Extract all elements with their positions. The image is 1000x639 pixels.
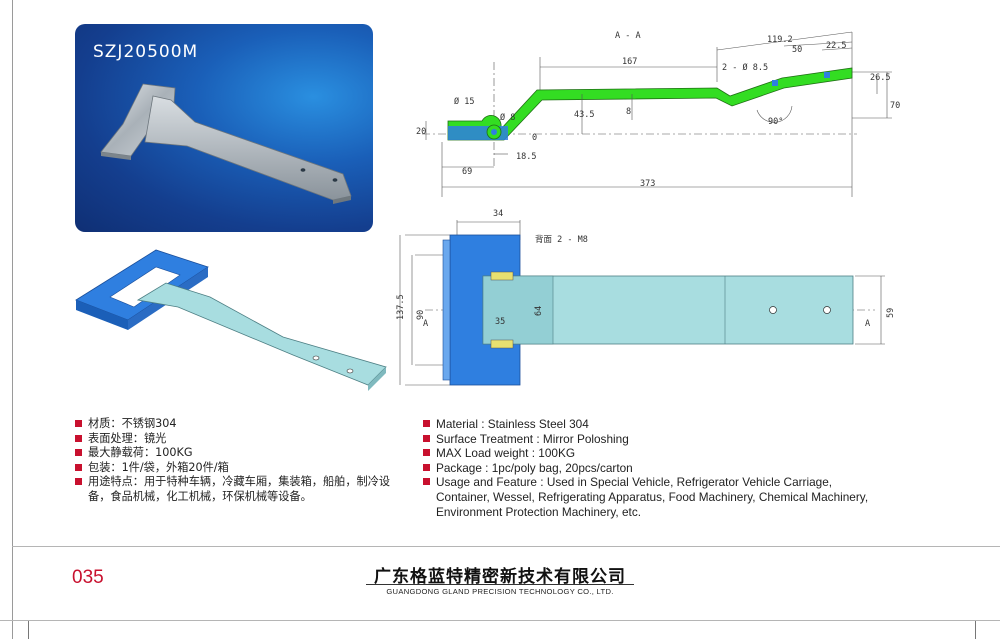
dim-43-5: 43.5 xyxy=(574,110,594,120)
dim-69: 69 xyxy=(462,167,472,177)
footer-rule xyxy=(0,620,1000,621)
product-photo-card: SZJ20500M xyxy=(75,24,373,232)
dim-22-5: 22.5 xyxy=(826,41,846,51)
dim-90: 90 xyxy=(416,310,426,320)
model-number: SZJ20500M xyxy=(93,42,199,62)
page-tick xyxy=(975,621,976,639)
bullet-icon xyxy=(75,463,82,471)
spec-item: 最大静载荷：100KG xyxy=(75,446,410,461)
bullet-icon xyxy=(423,420,430,427)
spec-item: 表面处理：镜光 xyxy=(75,432,410,447)
dim-373: 373 xyxy=(640,179,655,189)
dim-18-5: 18.5 xyxy=(516,152,536,162)
spec-item: Package : 1pc/poly bag, 20pcs/carton xyxy=(423,461,883,476)
bullet-icon xyxy=(423,463,430,471)
bullet-icon xyxy=(75,420,82,427)
dim-64: 64 xyxy=(534,306,544,316)
dim-34: 34 xyxy=(493,209,503,219)
specs-english: Material : Stainless Steel 304 Surface T… xyxy=(423,417,883,519)
section-marker-right: A xyxy=(865,319,870,329)
dim-0: 0 xyxy=(532,133,537,143)
spec-item: 材质：不锈钢304 xyxy=(75,417,410,432)
note-back-2-m8: 背面 2 - M8 xyxy=(535,234,588,245)
product-photo xyxy=(100,83,352,204)
spec-item: MAX Load weight : 100KG xyxy=(423,446,883,461)
dim-167: 167 xyxy=(622,57,637,67)
dim-20: 20 xyxy=(416,127,426,137)
dim-angle-90: 90° xyxy=(768,117,783,127)
dim-35: 35 xyxy=(495,317,505,327)
bullet-icon xyxy=(75,478,82,486)
section-drawing: A - A 119.2 50 22.5 167 2 - Ø 8.5 26.5 7… xyxy=(416,31,900,197)
spec-item: Surface Treatment : Mirror Poloshing xyxy=(423,432,883,447)
dim-137-5: 137.5 xyxy=(396,294,406,320)
section-title: A - A xyxy=(615,31,641,41)
page-left-rule xyxy=(12,0,13,639)
bullet-icon xyxy=(423,434,430,442)
dim-119-2: 119.2 xyxy=(767,35,793,45)
bullet-icon xyxy=(75,434,82,442)
bullet-icon xyxy=(423,449,430,457)
dim-phi-15: Ø 15 xyxy=(454,96,474,107)
page-tick xyxy=(28,621,29,639)
page-divider xyxy=(12,546,1000,547)
spec-item: 包装：1件/袋，外箱20件/箱 xyxy=(75,461,410,476)
dim-59: 59 xyxy=(886,308,895,318)
dim-70: 70 xyxy=(890,101,900,111)
page-number: 035 xyxy=(72,567,104,588)
dim-26-5: 26.5 xyxy=(870,73,890,83)
dim-phi-8: Ø 8 xyxy=(500,112,515,123)
product-3d-render xyxy=(75,249,387,391)
dim-50: 50 xyxy=(792,45,802,55)
company-underline xyxy=(366,584,634,585)
bullet-icon xyxy=(75,449,82,457)
company-name-cn: 广东格蓝特精密新技术有限公司 xyxy=(374,567,626,587)
spec-item: Material : Stainless Steel 304 xyxy=(423,417,883,432)
dim-hole-2-d8-5: 2 - Ø 8.5 xyxy=(722,62,768,73)
dim-8: 8 xyxy=(626,107,631,117)
specs-chinese: 材质：不锈钢304 表面处理：镜光 最大静载荷：100KG 包装：1件/袋，外箱… xyxy=(75,417,410,505)
bullet-icon xyxy=(423,478,430,486)
company-name-en: GUANGDONG GLAND PRECISION TECHNOLOGY CO.… xyxy=(386,587,614,596)
spec-item: Usage and Feature : Used in Special Vehi… xyxy=(423,475,883,519)
section-marker-left: A xyxy=(423,319,428,329)
plan-drawing: 34 背面 2 - M8 137.5 90 64 35 59 A A xyxy=(396,209,895,386)
spec-item: 用途特点：用于特种车辆，冷藏车厢，集装箱，船舶，制冷设备，食品机械，化工机械，环… xyxy=(75,475,410,504)
